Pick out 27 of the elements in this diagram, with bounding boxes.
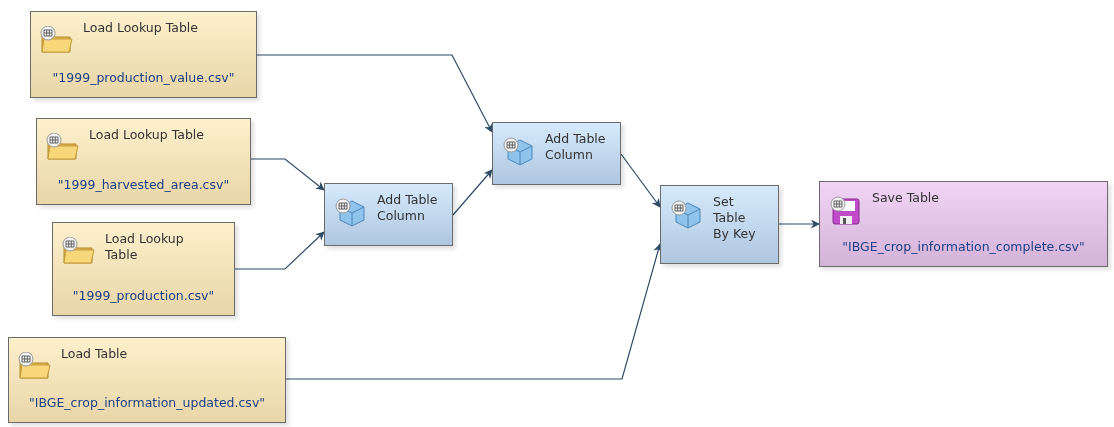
load-step-box xyxy=(30,11,257,98)
process-box xyxy=(324,183,453,246)
arrow xyxy=(256,54,493,133)
arrow xyxy=(250,158,325,191)
file-name: "1999_production.csv" xyxy=(71,288,216,303)
step-title: Add Table Column xyxy=(377,192,439,224)
step-title: Load Lookup Table xyxy=(105,231,185,263)
file-name: "1999_harvested_area.csv" xyxy=(56,177,231,192)
process-box xyxy=(492,122,621,185)
step-title: Add Table Column xyxy=(545,131,607,163)
load-step-box xyxy=(52,222,235,316)
save-step-box xyxy=(819,181,1108,267)
step-title: Set Table By Key xyxy=(713,194,757,242)
file-name: "1999_production_value.csv" xyxy=(51,70,236,85)
step-title: Load Lookup Table xyxy=(83,20,199,36)
file-name: "IBGE_crop_information_updated.csv" xyxy=(27,395,267,410)
step-title: Load Lookup Table xyxy=(89,127,205,143)
step-title: Load Table xyxy=(61,346,129,362)
arrow xyxy=(620,153,661,208)
load-step-box xyxy=(36,118,251,205)
process-box xyxy=(660,185,779,264)
load-step-box xyxy=(8,337,286,423)
arrow xyxy=(452,169,493,216)
arrow xyxy=(234,231,325,270)
arrow xyxy=(778,219,820,229)
file-name: "IBGE_crop_information_complete.csv" xyxy=(841,239,1086,254)
step-title: Save Table xyxy=(872,190,940,206)
